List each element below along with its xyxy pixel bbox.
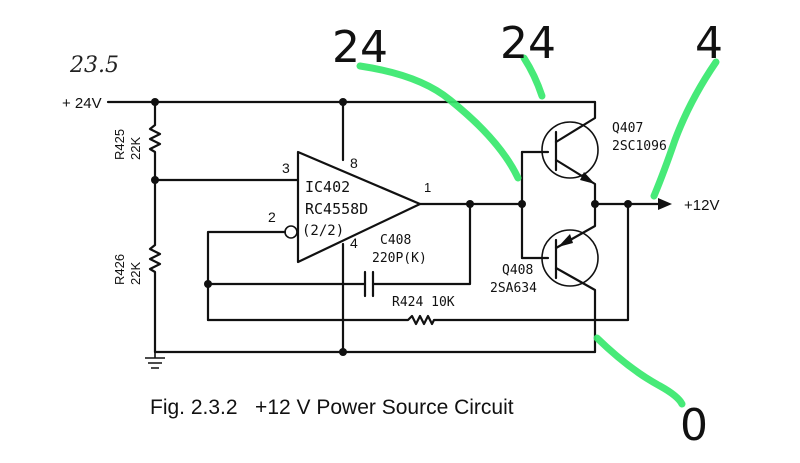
junction-output-feedback: [624, 200, 632, 208]
ground-symbol: [145, 352, 165, 369]
supply-label: + 24V: [62, 95, 102, 112]
q407-part: 2SC1096: [612, 139, 667, 154]
junction-emitters: [591, 200, 599, 208]
q408-part: 2SA634: [490, 281, 537, 296]
figure-caption: Fig. 2.3.2 +12 V Power Source Circuit: [150, 396, 514, 419]
q407-ref: Q407: [612, 121, 643, 136]
resistor-r424: [206, 202, 630, 326]
output-arrow: [658, 198, 672, 210]
q408-emitter: [554, 202, 597, 250]
transistor-q407: [541, 121, 599, 179]
opamp-ic402: [296, 150, 422, 264]
c408-ref: C408: [380, 233, 411, 248]
pin1-label: 1: [424, 180, 431, 195]
r425-label: R425: [112, 129, 127, 160]
q407-collector: [554, 100, 597, 144]
r426-value: 22K: [128, 262, 143, 285]
wire-c408-right: [371, 202, 472, 286]
pin4-label: 4: [350, 235, 358, 251]
annotation-label-c: 4: [695, 18, 723, 69]
q407-arrow: [580, 172, 595, 184]
q408-collector: [554, 266, 597, 354]
q408-arrow: [558, 234, 573, 247]
output-label: +12V: [684, 197, 719, 214]
annotation-label-d: 0: [680, 400, 708, 451]
resistor-r425: [148, 100, 162, 182]
annotation-stroke-b: [520, 54, 546, 100]
pin2-label: 2: [268, 209, 276, 225]
q408-ref: Q408: [502, 263, 533, 278]
r424-label: R424 10K: [392, 295, 455, 310]
opamp-part: RC4558D: [305, 200, 368, 218]
opamp-ref: IC402: [305, 178, 350, 196]
handwritten-note: 23.5: [69, 53, 119, 78]
annotation-stroke-a: [356, 62, 522, 182]
wire-pin2-feedback: [206, 230, 287, 322]
annotation-stroke-c: [650, 58, 720, 200]
resistor-r426: [148, 178, 162, 354]
annotation-label-a: 24: [332, 22, 388, 73]
c408-val: 220P(K): [372, 251, 427, 266]
pin3-label: 3: [282, 160, 290, 176]
r425-value: 22K: [128, 137, 143, 160]
pin8-label: 8: [350, 155, 358, 171]
annotation-stroke-d: [593, 334, 686, 408]
transistor-q408: [541, 229, 599, 287]
opamp-unit: (2/2): [302, 223, 344, 239]
annotation-label-b: 24: [500, 18, 556, 69]
inverting-bubble: [284, 225, 298, 239]
r426-label: R426: [112, 254, 127, 285]
